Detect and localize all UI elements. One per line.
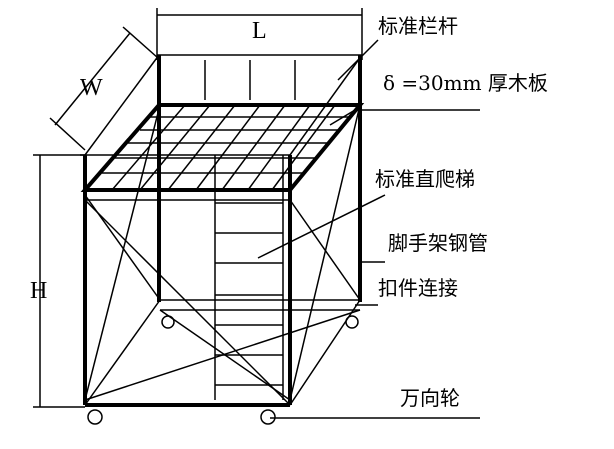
label-board: δ =30mm 厚木板 [383,71,548,95]
dimension-length: L [156,8,363,60]
leader-lines [257,39,480,419]
label-steel-pipe: 脚手架钢管 [388,231,488,255]
dimension-width: W [49,26,159,151]
back-frame [157,54,362,302]
cross-braces [84,104,361,406]
front-frame [80,54,363,407]
caster-wheels [87,315,359,425]
dimension-height: H [30,154,85,408]
label-ladder: 标准直爬梯 [375,167,475,191]
label-caster: 万向轮 [400,386,460,410]
wood-board-platform [80,103,365,201]
height-label: H [30,278,47,304]
label-coupler: 扣件连接 [378,276,458,300]
vertical-ladder [214,155,284,400]
label-railing: 标准栏杆 [378,14,458,38]
length-label: L [252,18,267,44]
width-label: W [80,75,103,101]
